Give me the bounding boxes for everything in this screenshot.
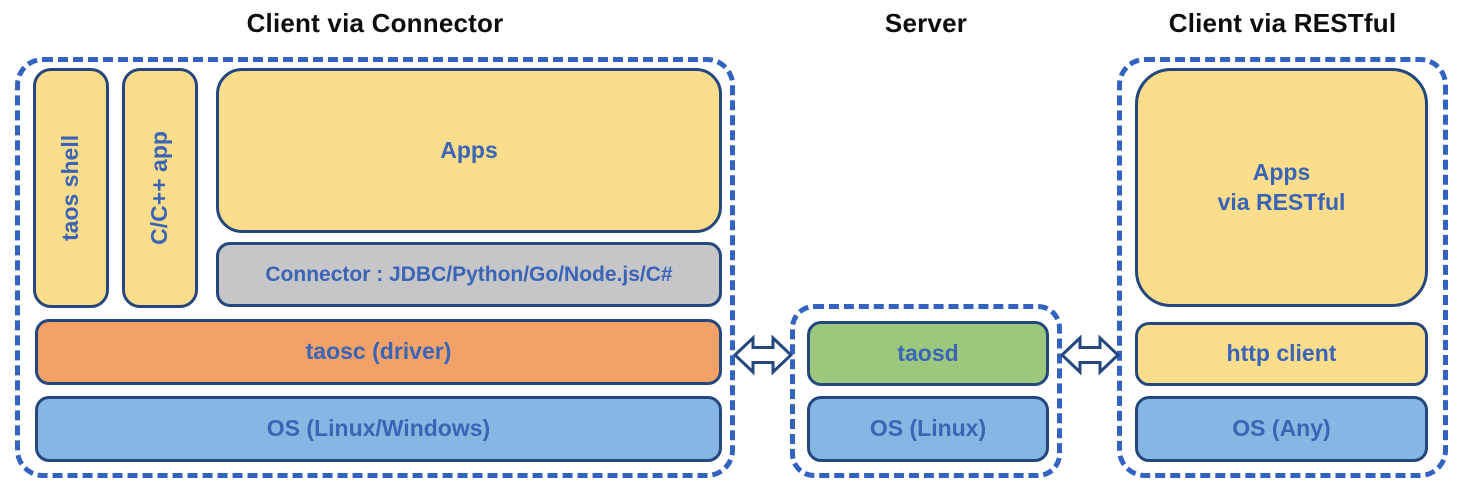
apps-via-restful-box: Apps via RESTful	[1135, 68, 1428, 307]
os-linux-box: OS (Linux)	[807, 396, 1049, 462]
taosc-driver-box: taosc (driver)	[35, 319, 722, 385]
client-via-connector-group	[15, 57, 735, 478]
double-arrow-icon-right	[1060, 333, 1120, 377]
taosd-box: taosd	[807, 321, 1049, 386]
title-server: Server	[884, 8, 968, 38]
c-cpp-app-box: C/C++ app	[122, 68, 198, 308]
os-any-box: OS (Any)	[1135, 396, 1428, 462]
double-arrow-left-svg	[733, 334, 793, 376]
double-arrow-right-svg	[1060, 334, 1120, 376]
title-client-via-connector: Client via Connector	[246, 8, 504, 38]
client-via-restful-group	[1117, 57, 1448, 478]
taos-shell-label: taos shell	[57, 134, 84, 242]
server-group	[790, 304, 1062, 478]
title-client-via-restful: Client via RESTful	[1168, 8, 1397, 38]
os-linux-windows-box: OS (Linux/Windows)	[35, 396, 722, 462]
connector-bar-box: Connector : JDBC/Python/Go/Node.js/C#	[216, 242, 722, 307]
c-cpp-app-label: C/C++ app	[146, 131, 173, 245]
apps-box: Apps	[216, 68, 722, 233]
taos-shell-box: taos shell	[33, 68, 109, 308]
double-arrow-icon-left	[733, 333, 793, 377]
http-client-box: http client	[1135, 322, 1428, 386]
